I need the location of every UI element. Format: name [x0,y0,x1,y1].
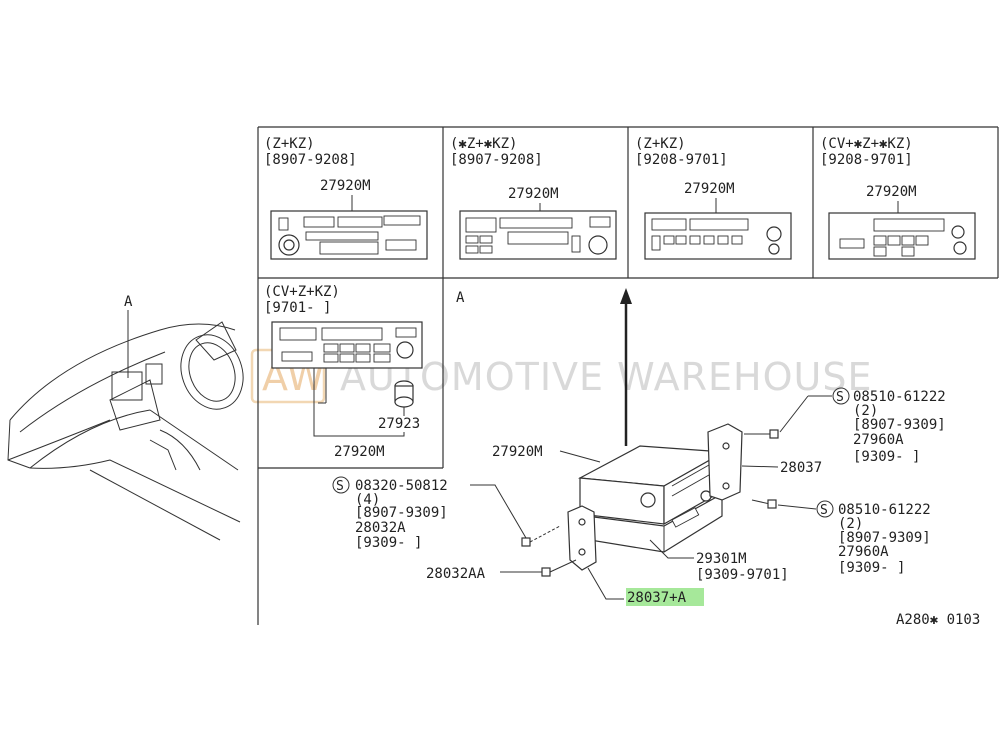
radio-unit-1 [270,210,428,260]
panel-1-range: [8907-9208] [264,152,357,168]
lower-unit-range: [9309-9701] [696,567,789,583]
variant-panel-4: (CV+✱Z+✱KZ) [9208-9701] 27920M [820,136,976,260]
screw-left-bottom-label: 28032AA [426,566,486,582]
radio-part-label: 27920M [492,444,543,460]
screw-right-top-range1: [8907-9309] [853,417,946,433]
screw-right-bottom-qty: (2) [838,516,863,532]
screw-symbol-left [332,476,350,494]
volume-knob-27923 [394,380,414,408]
lower-unit-part: 29301M [696,551,747,567]
radio-unit-3 [644,212,792,260]
watermark-text: AUTOMOTIVE WAREHOUSE [340,355,872,399]
screw-right-bottom-part: 08510-61222 [838,502,931,518]
screw-left-range1: [8907-9309] [355,505,448,521]
screw-symbol-bottom [816,500,834,518]
radio-unit-5 [271,321,423,369]
screw-left-bottom [541,559,577,577]
variant-panel-3: (Z+KZ) [9208-9701] 27920M [635,136,792,260]
panel-1-part: 27920M [320,178,371,194]
panel-grid [257,126,999,625]
panel-2-variant: (✱Z+✱KZ) [450,136,517,152]
panel-2-range: [8907-9208] [450,152,543,168]
panel-3-variant: (Z+KZ) [635,136,686,152]
detail-view-label: A [456,290,465,306]
watermark: AW AUTOMOTIVE WAREHOUSE [250,348,872,404]
screw-right-top-symbol: S [836,390,844,405]
screw-right-bottom-range1: [8907-9309] [838,530,931,546]
screw-left-alt: 28032A [355,520,406,536]
panel-2-part: 27920M [508,186,559,202]
bracket-left-highlight [626,588,704,606]
panel-5-knob-part: 27923 [378,416,420,432]
screw-left-part: 08320-50812 [355,478,448,494]
panel-5-variant: (CV+Z+KZ) [264,284,340,300]
panel-3-part: 27920M [684,181,735,197]
dashboard-overview: A [7,294,244,541]
screw-right-bottom-symbol: S [820,503,828,518]
radio-assembly [521,423,779,577]
screw-top-right [744,429,779,439]
screw-mid-right [751,499,777,509]
panel-1-variant: (Z+KZ) [264,136,315,152]
view-a-label: A [124,294,133,310]
panel-5-part: 27920M [334,444,385,460]
bracket-right-label: 28037 [780,460,822,476]
screw-right-bottom-alt: 27960A [838,544,889,560]
screw-left-range2: [9309- ] [355,535,422,551]
radio-unit-2 [459,210,617,260]
variant-panel-2: (✱Z+✱KZ) [8907-9208] 27920M [450,136,617,260]
screw-right-top-alt: 27960A [853,432,904,448]
panel-4-range: [9208-9701] [820,152,913,168]
variant-panel-5: (CV+Z+KZ) [9701- ] 27923 2 [264,284,423,460]
panel-5-range: [9701- ] [264,300,331,316]
view-arrow-head [620,288,632,304]
screw-right-top-range2: [9309- ] [853,449,920,465]
screw-left-symbol: S [336,479,344,494]
screw-right-top-qty: (2) [853,403,878,419]
panel-4-part: 27920M [866,184,917,200]
screw-symbol-top [832,387,850,405]
diagram-code: A280✱ 0103 [896,612,980,628]
radio-unit-4 [828,212,976,260]
main-detail: A [332,288,980,628]
panel-4-variant: (CV+✱Z+✱KZ) [820,136,913,152]
panel-3-range: [9208-9701] [635,152,728,168]
screw-left [521,525,561,547]
screw-right-bottom-range2: [9309- ] [838,560,905,576]
variant-panel-1: (Z+KZ) [8907-9208] 27920M [264,136,428,260]
bracket-left-label: 28037+A [627,590,687,606]
screw-right-top-part: 08510-61222 [853,389,946,405]
screw-left-qty: (4) [355,492,380,508]
